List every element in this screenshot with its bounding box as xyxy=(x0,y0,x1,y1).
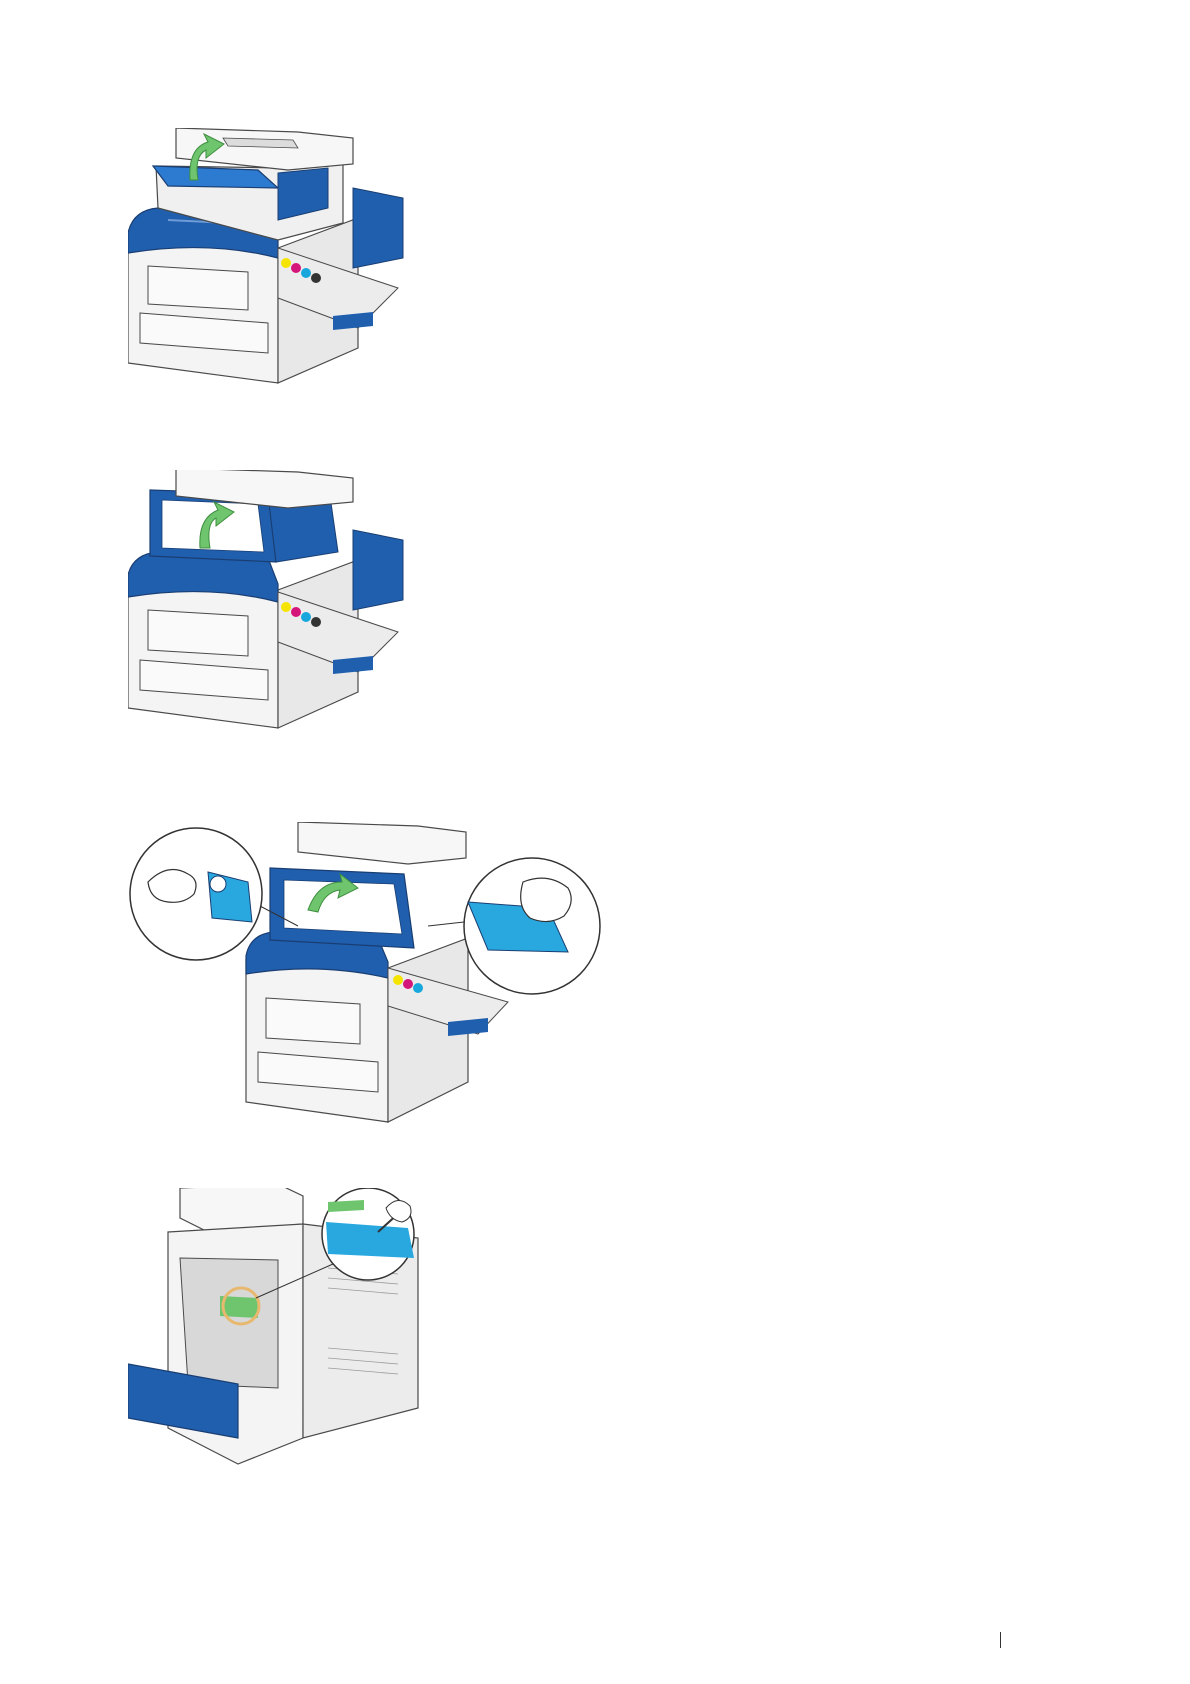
printer-scanner-lift-illustration xyxy=(128,128,438,416)
figure-scanner-lift xyxy=(128,128,438,416)
figure-cover-hold-detail xyxy=(128,822,606,1140)
figure-top-cover-lift xyxy=(128,470,438,762)
page-footer xyxy=(1000,1632,1004,1652)
printer-top-cover-lift-illustration xyxy=(128,470,438,762)
printer-rear-cleaning-illustration xyxy=(128,1188,458,1472)
printer-cover-hold-illustration xyxy=(128,822,606,1140)
figure-rear-cleaning-detail xyxy=(128,1188,458,1472)
footer-divider xyxy=(1000,1632,1001,1648)
